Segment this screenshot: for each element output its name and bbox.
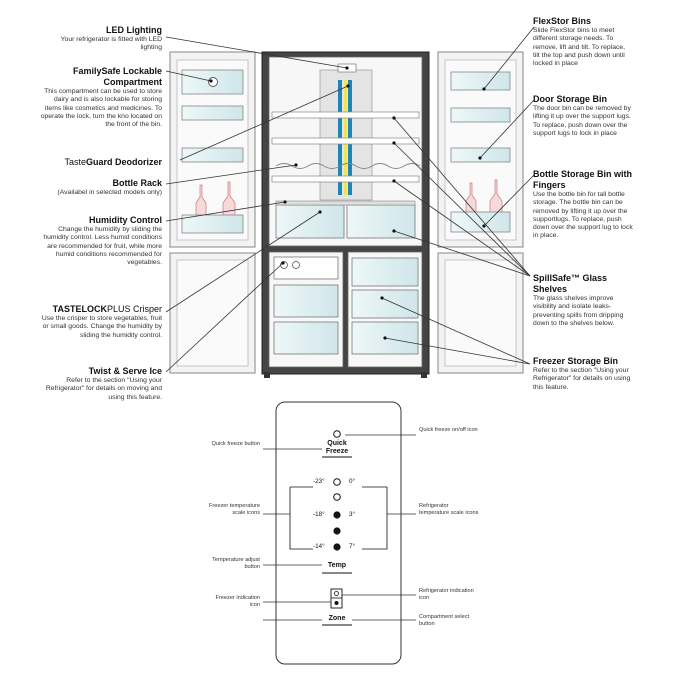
freezer-scale-value: -14°: [313, 543, 325, 550]
temp-button[interactable]: Temp: [327, 562, 347, 569]
label-freezer-storage-bin: Freezer Storage Bin Refer to the section…: [533, 356, 631, 391]
fridge-scale-value: 7°: [349, 543, 356, 550]
callout-freezer-indication: Freezer indication icon: [215, 595, 260, 608]
callout-compartment-select: Compartment select button: [419, 614, 470, 627]
right-bottle-bin: [450, 211, 511, 233]
left-bottle-bin: [181, 214, 244, 234]
freezer-storage-bin-1: [351, 257, 419, 287]
label-bottle-storage-bin: Bottle Storage Bin with Fingers Use the …: [533, 169, 633, 240]
label-led-lighting: LED Lighting Your refrigerator is fitted…: [60, 25, 162, 52]
humidity-control: [275, 200, 416, 206]
callout-fridge-indication: Refrigerator indication icon: [419, 588, 474, 601]
scale-icon-empty: [333, 493, 341, 501]
callout-quick-freeze-icon: Quick freeze on/off icon: [419, 427, 478, 433]
bottle-rack: [275, 163, 421, 169]
scale-icon-empty: [333, 478, 341, 486]
freezer-scale-value: -23°: [313, 478, 325, 485]
callout-freezer-scale: Freezer temperature scale icons: [209, 503, 260, 516]
label-bottle-rack: Bottle Rack (Availabel in selected model…: [57, 178, 162, 196]
label-tastelock-crisper: TASTELOCKPLUS Crisper Use the crisper to…: [41, 304, 162, 339]
label-door-storage-bin: Door Storage Bin The door bin can be rem…: [533, 94, 631, 137]
freezer-storage-bin-2: [351, 289, 419, 319]
right-door-bin-1: [450, 107, 511, 123]
label-tasteguard: TasteGuard Deodorizer: [64, 157, 162, 167]
freezer-indication-icon: [334, 601, 339, 605]
ice-tray-knob-icon: [292, 261, 300, 269]
freezer-scale-value: -18°: [313, 511, 325, 518]
tastelock-crisper-right: [346, 204, 416, 239]
callout-fridge-scale: Refrigerator temperature scale icons: [419, 503, 479, 516]
lower-left-bin-2: [273, 321, 339, 355]
label-humidity-control: Humidity Control Change the humidity by …: [43, 215, 162, 267]
flexstor-bin: [450, 71, 511, 91]
fridge-scale-value: 3°: [349, 511, 356, 518]
scale-icon-filled: [333, 511, 341, 519]
callout-temp-adjust: Temperature adjust button: [212, 557, 260, 570]
tastelock-crisper-left: [275, 204, 345, 239]
zone-button[interactable]: Zone: [328, 615, 346, 622]
scale-icon-filled: [333, 543, 341, 551]
right-door-bin-2: [450, 147, 511, 163]
lower-left-bin-1: [273, 284, 339, 318]
glass-shelf: [271, 175, 420, 183]
label-spillsafe-shelves: SpillSafe™ Glass Shelves The glass shelv…: [533, 273, 624, 327]
leader-lines: [165, 26, 535, 373]
glass-shelf: [271, 111, 420, 119]
scale-icon-filled: [333, 527, 341, 535]
label-flexstor-bins: FlexStor Bins Slide FlexStor bins to mee…: [533, 16, 626, 68]
left-door-bin-1: [181, 105, 244, 121]
left-door-bin-2: [181, 147, 244, 163]
refrigerator-indication-icon: [334, 591, 339, 596]
fridge-scale-value: 0°: [349, 478, 356, 485]
label-familysafe: FamilySafe Lockable Compartment This com…: [40, 66, 162, 129]
callout-quick-freeze-button: Quick freeze button: [211, 441, 260, 447]
label-twist-serve-ice: Twist & Serve Ice Refer to the section "…: [45, 366, 162, 401]
zone-indicator-icon: [330, 588, 343, 609]
twist-serve-ice: [273, 256, 339, 280]
quick-freeze-on-off-icon: [333, 430, 341, 438]
glass-shelf: [271, 137, 420, 145]
quick-freeze-button[interactable]: Quick Freeze: [325, 440, 349, 455]
